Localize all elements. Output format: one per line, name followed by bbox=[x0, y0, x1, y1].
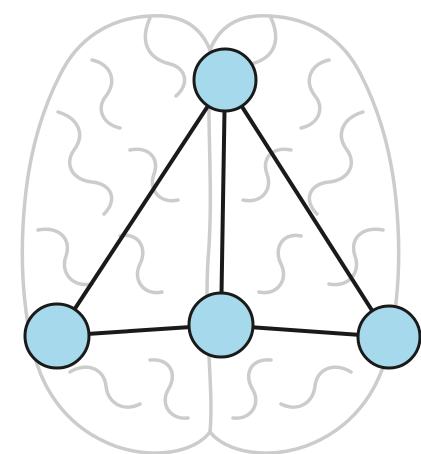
left-hemisphere-outline bbox=[20, 14, 212, 454]
right-gyrus-3 bbox=[307, 110, 365, 216]
left-gyrus-2 bbox=[90, 58, 122, 130]
left-gyrus-7 bbox=[68, 365, 142, 409]
node-center bbox=[187, 291, 255, 359]
network-nodes bbox=[23, 47, 421, 370]
right-gyrus-5 bbox=[327, 227, 385, 287]
right-gyrus-4 bbox=[241, 147, 293, 203]
edge-top-center bbox=[219, 78, 227, 327]
left-gyrus-5 bbox=[36, 227, 94, 287]
left-gyrus-6 bbox=[118, 233, 164, 295]
node-top bbox=[192, 47, 258, 113]
right-gyrus-8 bbox=[231, 358, 273, 420]
left-gyrus-8 bbox=[148, 358, 190, 420]
left-gyrus-1 bbox=[143, 16, 187, 98]
edge-top-left bbox=[55, 78, 227, 338]
left-gyrus-4 bbox=[128, 147, 180, 203]
right-hemisphere-outline bbox=[208, 14, 401, 454]
right-gyrus-2 bbox=[299, 58, 331, 130]
right-gyrus-7 bbox=[279, 365, 353, 409]
right-gyrus-6 bbox=[257, 233, 303, 295]
central-fissure bbox=[205, 48, 213, 434]
edge-top-right bbox=[223, 78, 391, 339]
node-right bbox=[356, 304, 421, 370]
brain-outline bbox=[20, 14, 401, 454]
node-left bbox=[23, 302, 91, 370]
left-gyrus-3 bbox=[56, 110, 114, 216]
